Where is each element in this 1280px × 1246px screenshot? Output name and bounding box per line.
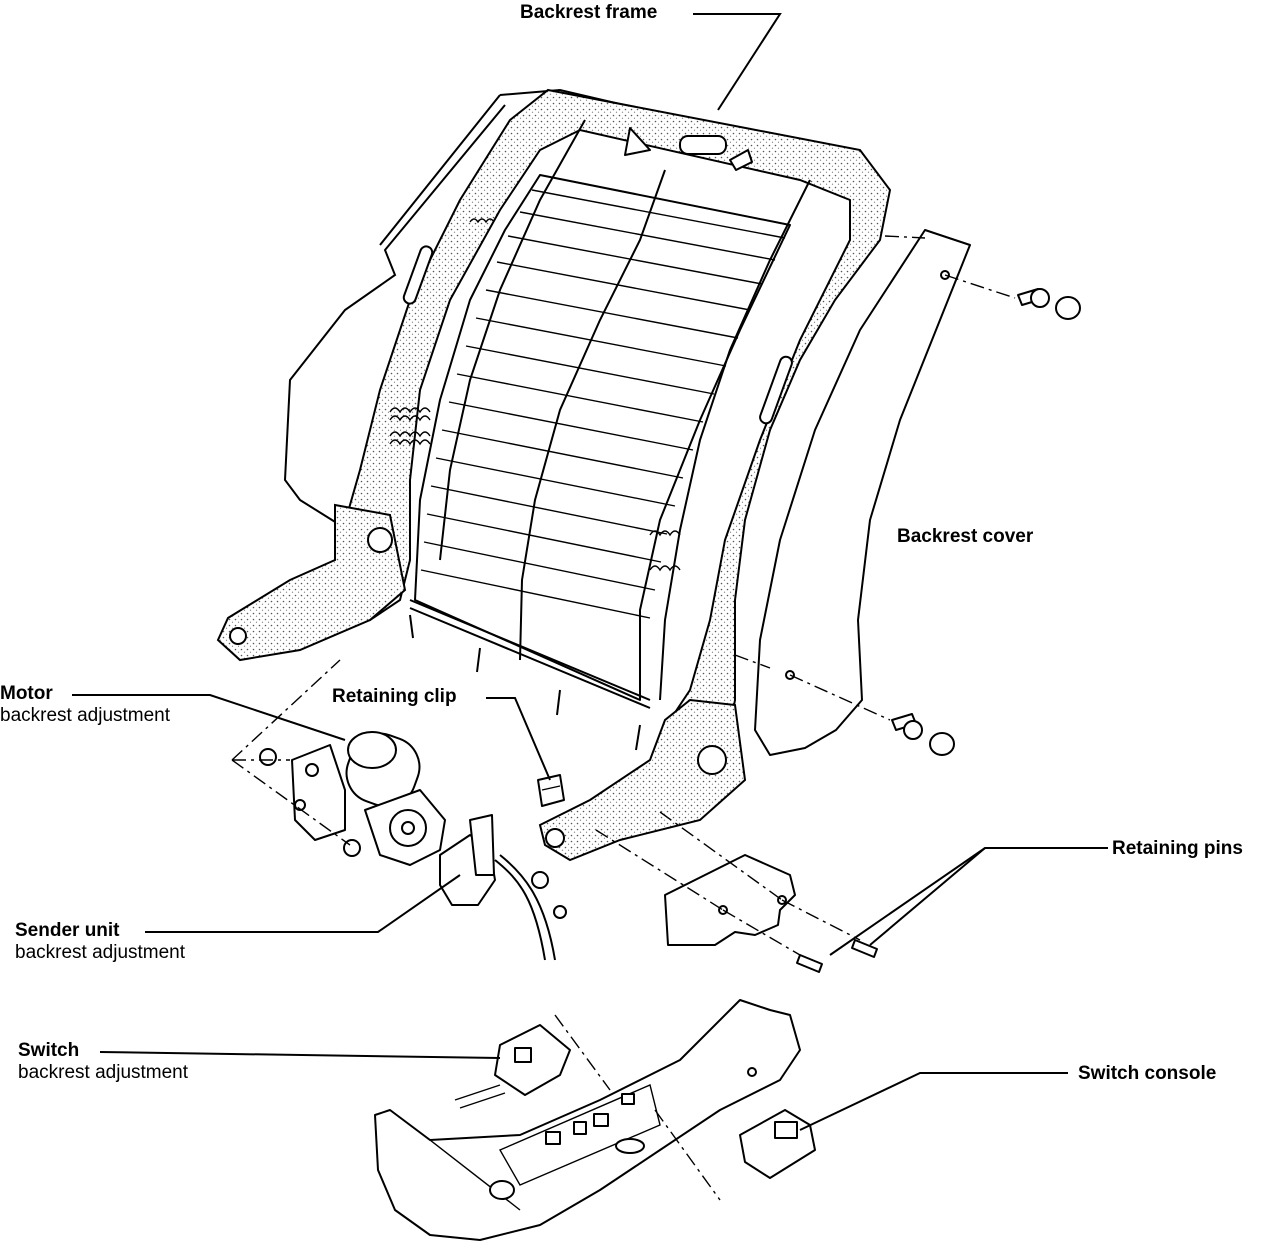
leader-lines: [72, 13, 1108, 1131]
sender-unit-backrest-adjustment: [439, 814, 567, 961]
label-retaining-pins-text: Retaining pins: [1112, 838, 1243, 859]
label-sender-unit-text: Sender unit: [15, 920, 120, 941]
label-motor-subtext: backrest adjustment: [0, 705, 171, 726]
label-sender-unit: Sender unit backrest adjustment: [15, 920, 185, 964]
backrest-cover: [734, 229, 1081, 756]
motor-backrest-adjustment: [231, 659, 446, 866]
backrest-frame: [216, 88, 892, 862]
label-motor: Motor backrest adjustment: [0, 683, 170, 727]
label-switch-subtext: backrest adjustment: [18, 1062, 189, 1083]
label-switch: Switch backrest adjustment: [18, 1040, 188, 1084]
label-retaining-pins: Retaining pins: [1112, 838, 1243, 860]
label-backrest-frame-text: Backrest frame: [520, 2, 658, 23]
switch-backrest-adjustment: [454, 1024, 571, 1109]
switch-console-button: [739, 1109, 816, 1179]
label-backrest-cover: Backrest cover: [897, 526, 1033, 548]
side-plate: [595, 811, 861, 956]
label-backrest-frame: Backrest frame: [520, 2, 657, 24]
label-retaining-clip-text: Retaining clip: [332, 686, 457, 707]
label-sender-unit-subtext: backrest adjustment: [15, 942, 186, 963]
label-switch-console: Switch console: [1078, 1063, 1216, 1085]
label-backrest-cover-text: Backrest cover: [897, 526, 1034, 547]
label-switch-text: Switch: [18, 1040, 80, 1061]
label-switch-console-text: Switch console: [1078, 1063, 1217, 1084]
retaining-pins: [796, 939, 878, 973]
label-motor-text: Motor: [0, 683, 53, 704]
retaining-clip: [537, 774, 565, 807]
label-retaining-clip: Retaining clip: [332, 686, 457, 708]
switch-console: [374, 999, 801, 1241]
